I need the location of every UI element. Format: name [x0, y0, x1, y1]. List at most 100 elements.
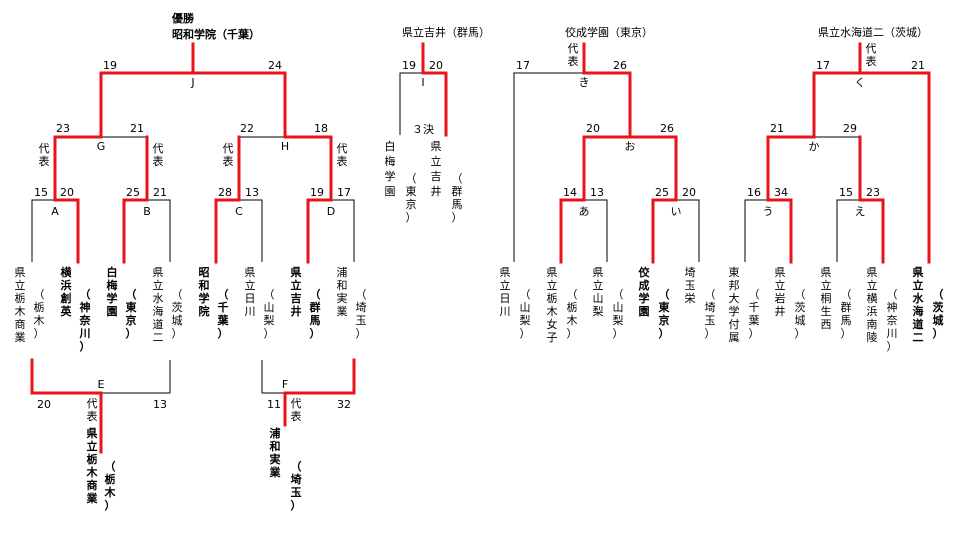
team-names: 県立栃木商業 （栃木） 横浜創英 （神奈川） 白梅学園 （東京） 県立水海道二 （茨城） 昭和学…	[15, 139, 944, 512]
team-name: 昭和学院	[199, 266, 210, 318]
repechage-winner-name: 浦和実業	[269, 426, 282, 479]
score: 13	[590, 186, 604, 199]
team-name: 県立山梨	[593, 266, 604, 318]
team-name: 県立日川	[500, 266, 511, 318]
team-name: 白梅学園	[385, 139, 396, 198]
winner-path-h	[191, 71, 333, 139]
team-prefecture: （神奈川）	[79, 288, 92, 353]
bracket-c-title: 県立水海道二（茨城）	[818, 25, 928, 39]
team-name: 県立吉井	[431, 140, 442, 198]
representative-note: 代表	[866, 42, 877, 68]
team-name: 横浜創英	[60, 265, 73, 318]
score: 25	[126, 186, 140, 199]
score: 15	[34, 186, 48, 199]
score: 21	[770, 122, 784, 135]
score: 14	[563, 186, 577, 199]
team-prefecture: （茨城）	[172, 288, 183, 340]
score: 15	[839, 186, 853, 199]
score: 23	[866, 186, 880, 199]
team-name: 県立吉井	[291, 266, 302, 318]
repechage-winner-prefecture: （埼玉）	[291, 460, 302, 512]
representative-note: 代表	[87, 397, 98, 423]
score: 21	[153, 186, 167, 199]
team-prefecture: （東京）	[126, 288, 138, 340]
match-label: お	[625, 140, 636, 153]
score: 17	[816, 59, 830, 72]
match-label: か	[809, 140, 820, 153]
score: 19	[103, 59, 117, 72]
team-name: 佼成学園	[638, 265, 651, 318]
match-label: G	[97, 140, 106, 153]
team-prefecture: （栃木）	[567, 288, 578, 340]
score: 16	[747, 186, 761, 199]
score: 34	[774, 186, 788, 199]
team-prefecture: （埼玉）	[356, 288, 367, 340]
team-prefecture: （群馬）	[452, 172, 463, 224]
match-label: う	[763, 205, 774, 218]
score: 25	[655, 186, 669, 199]
third-place-title: 県立吉井（群馬）	[402, 25, 490, 39]
team-prefecture: （神奈川）	[887, 288, 898, 353]
score: 20	[586, 122, 600, 135]
team-name: 県立水海道二	[913, 266, 925, 344]
team-name: 県立横浜南陵	[867, 266, 878, 344]
match-label: い	[671, 205, 682, 218]
match-label: き	[579, 76, 590, 89]
match-label: く	[855, 76, 866, 89]
score: 13	[153, 398, 167, 411]
winner-path-d	[306, 135, 333, 264]
bracket-b-lines	[513, 72, 700, 262]
bracket-a-winner-paths	[30, 42, 356, 454]
team-prefecture: （山梨）	[613, 288, 624, 340]
team-prefecture: （千葉）	[217, 288, 230, 340]
repechage-winner-name: 県立栃木商業	[86, 427, 99, 505]
team-prefecture: （東京）	[406, 172, 417, 224]
winner-path-e	[30, 358, 103, 454]
score: 19	[310, 186, 324, 199]
champion-caption: 優勝	[171, 11, 195, 25]
team-prefecture: （栃木）	[34, 288, 45, 340]
score: 21	[911, 59, 925, 72]
representative-note: 代表	[337, 142, 348, 168]
team-prefecture: （山梨）	[520, 288, 531, 340]
team-prefecture: （茨城）	[933, 288, 944, 340]
match-label: F	[282, 378, 288, 391]
score: 21	[130, 122, 144, 135]
team-prefecture: （東京）	[659, 288, 671, 340]
score: 17	[337, 186, 351, 199]
representative-note: 代表	[153, 142, 164, 168]
match-label: I	[421, 76, 424, 89]
team-prefecture: （群馬）	[841, 288, 852, 340]
score: 20	[429, 59, 443, 72]
score: 26	[660, 122, 674, 135]
score: 32	[337, 398, 351, 411]
score: 29	[843, 122, 857, 135]
champion-name: 昭和学院（千葉）	[172, 27, 260, 41]
team-name: 東邦大学付属	[729, 266, 740, 344]
team-name: 県立桐生西	[821, 266, 832, 331]
score: 13	[245, 186, 259, 199]
match-label: B	[143, 205, 151, 218]
team-name: 浦和実業	[337, 266, 348, 318]
match-label: あ	[579, 205, 590, 218]
score: 23	[56, 122, 70, 135]
team-prefecture: （山梨）	[264, 288, 275, 340]
team-name: 県立栃木商業	[15, 266, 26, 344]
score: 20	[60, 186, 74, 199]
score: 19	[402, 59, 416, 72]
match-label: E	[98, 378, 105, 391]
bracket-c-lines	[744, 72, 930, 262]
winner-path-g	[53, 71, 195, 139]
match-label: C	[235, 205, 243, 218]
bracket-b-winner-paths	[559, 42, 678, 264]
match-label: H	[281, 140, 289, 153]
match-label: D	[327, 205, 335, 218]
winner-path-b	[122, 135, 149, 264]
score: 20	[37, 398, 51, 411]
third-place-caption: ３決	[412, 123, 434, 136]
team-name: 埼玉栄	[685, 265, 696, 305]
match-label: J	[190, 76, 194, 89]
match-label: A	[51, 205, 59, 218]
score: 20	[682, 186, 696, 199]
